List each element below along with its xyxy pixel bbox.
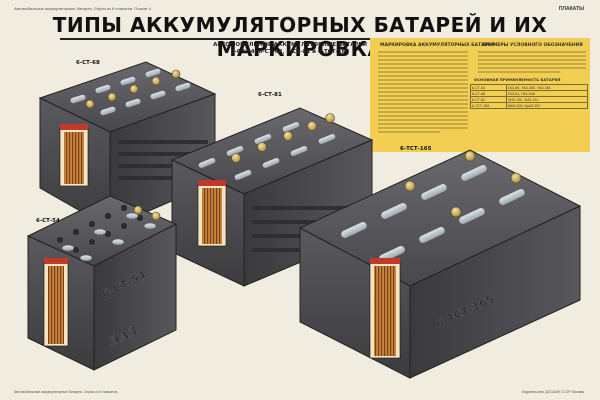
label-6st81: 6-СТ-81 [258, 92, 282, 98]
top-right-mark: ПЛАКАТЫ [558, 6, 584, 12]
footer-right: Издательство ДОСААФ СССР. Москва [521, 389, 584, 394]
panel-table-heading: ОСНОВНАЯ ПРИМЕНЯЕМОСТЬ БАТАРЕЙ [474, 77, 561, 82]
label-6tst165: 6-ТСТ-165 [400, 146, 432, 152]
footer-left: Автомобильные аккумуляторные батареи. Се… [14, 389, 119, 394]
label-6st54: 6-СТ-54 [36, 218, 60, 224]
battery-6st54: 6-СТ-54 ЛАЗ [26, 195, 178, 371]
battery-6st81 [170, 107, 374, 287]
battery-6st68 [38, 61, 217, 229]
battery-6tst165: 6-ТСТ-165 [298, 149, 582, 379]
panel-right-heading: ПРИМЕРЫ УСЛОВНОГО ОБОЗНАЧЕНИЯ [482, 43, 583, 48]
poster-title: ТИПЫ АККУМУЛЯТОРНЫХ БАТАРЕЙ И ИХ МАРКИРО… [52, 13, 548, 61]
panel-left-heading: МАРКИРОВКА АККУМУЛЯТОРНЫХ БАТАРЕЙ [380, 43, 495, 48]
title-underline [60, 38, 540, 40]
subtitle-line-2: 6-СТ-54, 6-СТ-68, 6-СТ-81 и 6-ТСТ-165 [230, 49, 350, 55]
subtitle: АВТОМОБИЛЬНЫЕ АККУМУЛЯТОРНЫЕ БАТАРЕИ 6-С… [205, 42, 375, 56]
subtitle-line-1: АВТОМОБИЛЬНЫЕ АККУМУЛЯТОРНЫЕ БАТАРЕИ [213, 42, 367, 48]
table-cell: МАЗ-500, КрАЗ-257 [505, 102, 589, 109]
top-info: Автомобильные аккумуляторные батареи. Се… [14, 6, 151, 11]
label-6st68: 6-СТ-68 [76, 60, 100, 66]
